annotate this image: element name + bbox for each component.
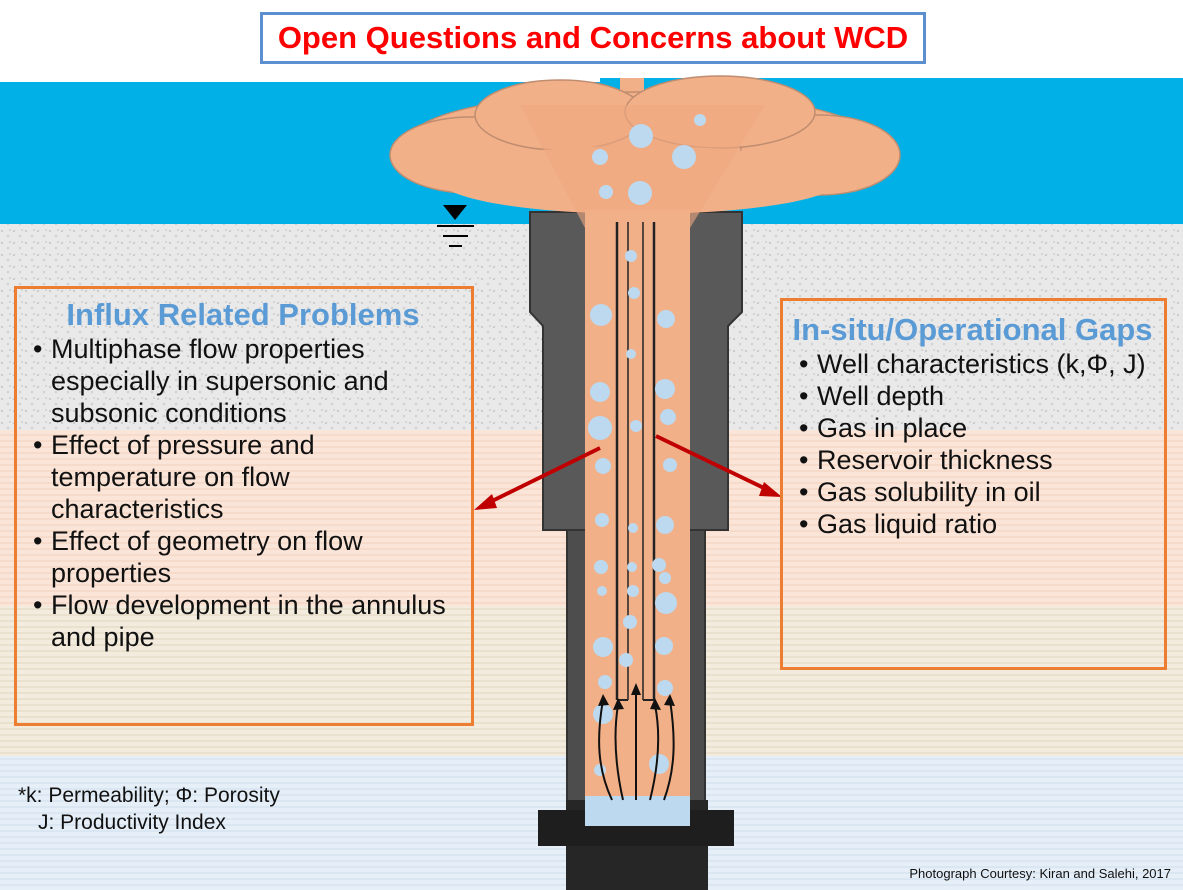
photo-credit: Photograph Courtesy: Kiran and Salehi, 2… (909, 866, 1171, 881)
footnote: *k: Permeability; Φ: Porosity J: Product… (18, 782, 280, 836)
list-item: •Effect of geometry on flow properties (33, 526, 363, 588)
list-item: •Well characteristics (k,Φ, J) (799, 349, 1146, 379)
title-box: Open Questions and Concerns about WCD (260, 12, 926, 64)
influx-problems-list: •Multiphase flow properties especially i… (25, 333, 461, 653)
footnote-line-1: *k: Permeability; Φ: Porosity (18, 784, 280, 807)
flow-arrowheads (598, 683, 675, 710)
list-item: •Gas in place (799, 413, 968, 443)
left-pointer-arrow (487, 446, 601, 505)
influx-problems-heading: Influx Related Problems (66, 297, 420, 332)
operational-gaps-panel: In-situ/Operational Gaps •Well character… (780, 298, 1167, 670)
list-item: •Well depth (799, 381, 945, 411)
flow-arrows (598, 690, 675, 801)
blowout-plume (389, 75, 901, 228)
list-item: •Reservoir thickness (799, 445, 1053, 475)
list-item: •Gas solubility in oil (799, 477, 1041, 507)
right-pointer-arrow (655, 434, 769, 492)
operational-gaps-list: •Well characteristics (k,Φ, J) •Well dep… (791, 348, 1154, 540)
page-title: Open Questions and Concerns about WCD (277, 20, 909, 55)
list-item: •Effect of pressure and temperature on f… (33, 430, 315, 524)
list-item: •Flow development in the annulus and pip… (33, 590, 446, 652)
list-item: •Multiphase flow properties especially i… (33, 334, 389, 428)
water-level-icon (437, 205, 474, 247)
gas-bubbles (588, 114, 706, 776)
pointer-arrows (474, 434, 782, 510)
influx-problems-panel: Influx Related Problems •Multiphase flow… (14, 286, 474, 726)
operational-gaps-heading: In-situ/Operational Gaps (792, 312, 1153, 347)
footnote-line-2: J: Productivity Index (38, 811, 226, 834)
list-item: •Gas liquid ratio (799, 509, 998, 539)
